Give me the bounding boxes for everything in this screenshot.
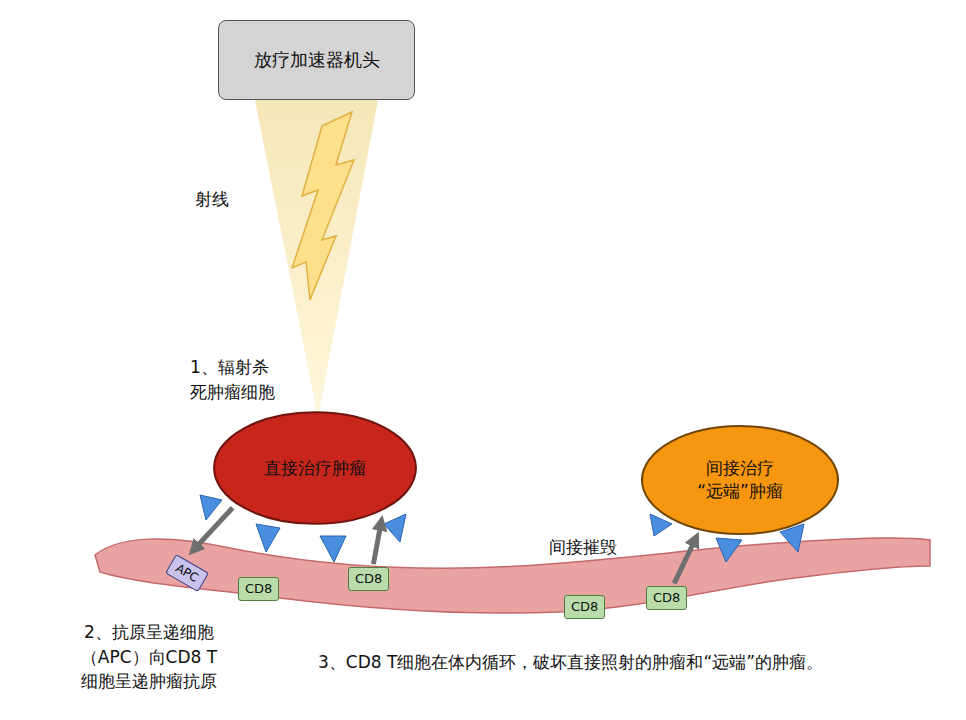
tumor-ellipse xyxy=(642,426,838,534)
step-label: 3、CD8 T细胞在体内循环，破坏直接照射的肿瘤和“远端”的肿瘤。 xyxy=(318,650,823,675)
node-text: CD8 xyxy=(355,570,382,588)
tumor-ellipse xyxy=(214,412,416,524)
direct-tumor: 直接治疗肿瘤 xyxy=(212,411,418,525)
node-text: CD8 xyxy=(245,580,272,598)
cd8-cell: CD8 xyxy=(564,595,605,619)
node-text: 直接治疗肿瘤 xyxy=(264,457,366,480)
node-text: CD8 xyxy=(653,589,680,607)
cd8-cell: CD8 xyxy=(348,567,389,591)
beam-label: 射线 xyxy=(195,187,229,212)
tumor-outline xyxy=(640,425,840,535)
lightning-bolt xyxy=(292,112,354,300)
arrow-connector xyxy=(193,508,233,551)
step-label: 2、抗原呈递细胞 （APC）向CD8 T 细胞呈递肿瘤抗原 xyxy=(58,620,240,694)
node-text: CD8 xyxy=(571,598,598,616)
arrow-connector xyxy=(373,521,381,564)
cd8-cell: CD8 xyxy=(238,577,279,601)
node-text: 间接治疗 “远端”肿瘤 xyxy=(683,457,798,503)
node-text: 放疗加速器机头 xyxy=(254,48,380,72)
abscopal-tumor: 间接治疗 “远端”肿瘤 xyxy=(640,425,840,535)
beam-cone xyxy=(255,100,378,418)
accelerator-box: 放疗加速器机头 xyxy=(218,20,415,100)
arrow-connector xyxy=(674,538,696,584)
cd8-cell: CD8 xyxy=(646,586,687,610)
step-label: 1、辐射杀 死肿瘤细胞 xyxy=(190,355,302,404)
blood-vessel xyxy=(95,538,930,613)
indirect-label: 间接摧毁 xyxy=(549,535,617,560)
